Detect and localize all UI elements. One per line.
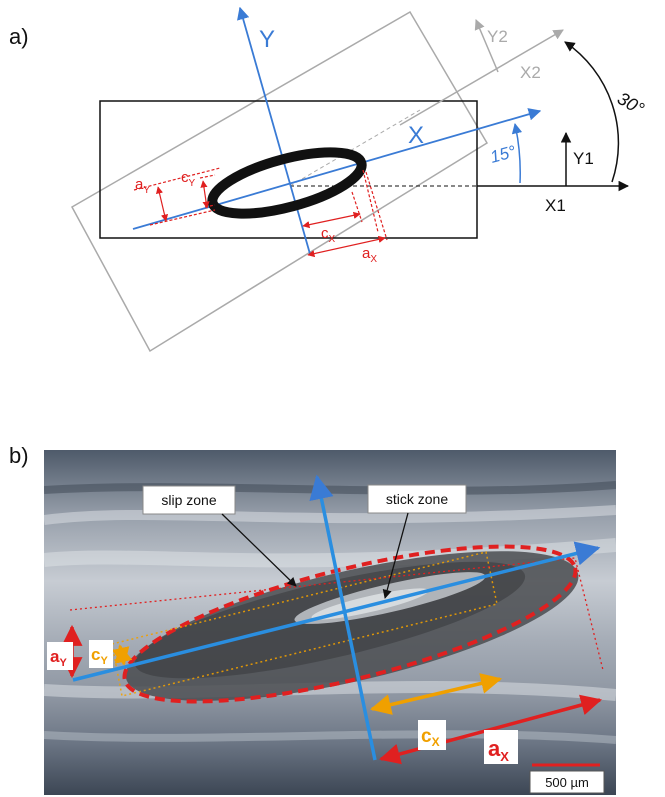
stick-zone-pointer [382,512,409,599]
rotated-specimen-outline [70,10,489,353]
axis-y1-label: Y1 [573,149,594,168]
micrograph-image [44,450,616,795]
contact-ellipse [207,147,367,219]
axis-x-photo [72,541,601,682]
slip-zone-callout-box [142,485,236,515]
dim-a-x-label: aX [362,245,377,265]
c-y-arrow [200,180,210,209]
c-x-arrow [302,211,361,229]
dim-c-x-label: cX [321,225,336,245]
dim-a-y-photo-label: aY [50,647,67,669]
stick-zone-callout-box [367,484,467,514]
angle-15-label: 15° [488,142,518,167]
dim-c-y-photo-label: cY [91,645,108,667]
stick-zone-box [111,551,498,697]
axis-x2-label: X2 [520,63,541,82]
slip-zone-label: slip zone [161,492,216,508]
dim-c-x-photo-label: cX [421,726,440,749]
dim-a-x-photo-label: aX [488,736,509,764]
axis-y2-label: Y2 [487,27,508,46]
panel-a: a) [9,6,648,353]
axis-x-label: X [408,122,424,149]
c-x-label-box [418,720,446,750]
dim-a-y-label: aY [135,176,150,196]
axis-x [132,108,542,230]
a-x-arrow-photo [378,694,603,765]
angle-15-arc [511,122,523,184]
a-y-arrow [155,186,169,222]
c-y-arrow-photo [111,644,133,666]
dimension-lines-a [133,167,388,258]
panel-a-label: a) [9,24,29,49]
axis-y-label: Y [259,26,275,53]
panel-b-label: b) [9,443,29,468]
axis-y2 [474,19,499,73]
c-x-arrow-photo [369,673,503,715]
a-x-label-box [484,730,518,764]
axis-y [237,6,311,255]
scale-bar-label: 500 µm [545,775,589,790]
a-x-arrow [307,235,386,258]
angle-30-label: 30° [614,88,648,119]
a-y-label-box [47,642,73,670]
scale-bar-label-box [529,770,605,794]
c-y-label-box [89,640,113,668]
panel-b: b) s [9,443,616,795]
axis-x1-label: X1 [545,196,566,215]
dim-c-y-label: cY [181,169,196,189]
specimen-outline [99,100,478,239]
slip-zone-pointer [221,513,297,587]
stick-zone-label: stick zone [386,491,448,507]
axis-x2 [399,29,564,126]
angle-30-arc [564,41,620,183]
axis-y-photo [309,474,377,761]
